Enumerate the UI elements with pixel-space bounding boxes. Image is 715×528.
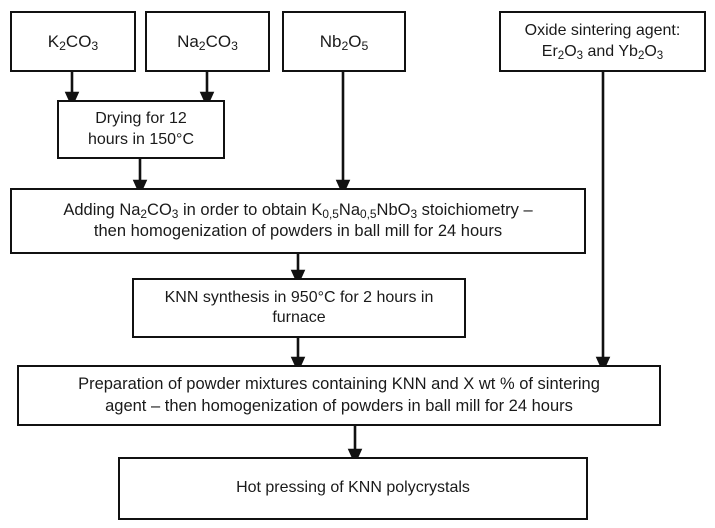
node-label-oxide: Oxide sintering agent:Er2O3 and Yb2O3 [524,22,681,62]
node-label-na2co3: Na2CO3 [177,31,238,54]
node-label-adding: Adding Na2CO3 in order to obtain K0,5Na0… [63,200,533,240]
node-sodium-carbonate: Na2CO3 [145,11,270,72]
node-label-prep: Preparation of powder mixtures containin… [78,375,600,415]
node-oxide-sintering-agent: Oxide sintering agent:Er2O3 and Yb2O3 [499,11,706,72]
node-label-hotpress: Hot pressing of KNN polycrystals [236,479,470,497]
node-niobium-pentoxide: Nb2O5 [282,11,406,72]
node-adding-stoichiometry: Adding Na2CO3 in order to obtain K0,5Na0… [10,188,586,254]
node-label-k2co3: K2CO3 [47,31,99,54]
node-potassium-carbonate: K2CO3 [10,11,136,72]
node-hot-pressing: Hot pressing of KNN polycrystals [118,457,588,520]
node-powder-mixture-preparation: Preparation of powder mixtures containin… [17,365,661,426]
node-label-nb2o5: Nb2O5 [319,31,369,54]
